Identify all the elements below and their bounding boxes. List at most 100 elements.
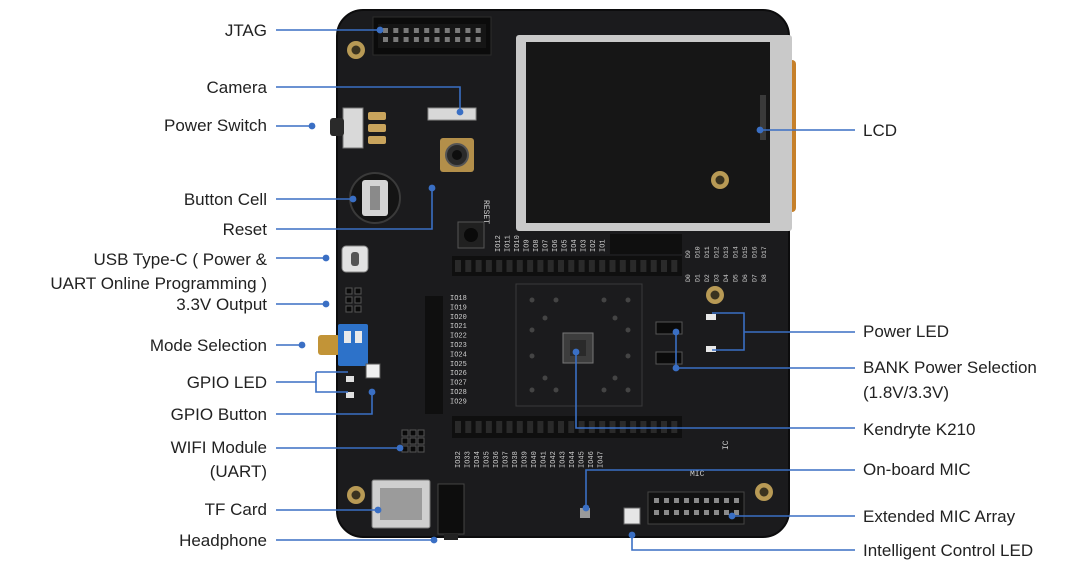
header-row-top-right bbox=[610, 234, 682, 254]
leader-power-led-bracket bbox=[712, 312, 745, 351]
silk-io-bottom: IO32 bbox=[455, 451, 463, 468]
silk-io-top: IO5 bbox=[562, 239, 570, 252]
label-power-switch: Power Switch bbox=[164, 116, 267, 135]
silk-io-bottom: IO41 bbox=[541, 451, 549, 468]
via bbox=[542, 315, 548, 321]
silk-io-top: IO6 bbox=[552, 239, 560, 252]
silk-io-bottom: IO42 bbox=[550, 451, 558, 468]
via bbox=[542, 375, 548, 381]
silk-io-top: IO10 bbox=[514, 235, 522, 252]
header-pin bbox=[455, 260, 461, 272]
silk-io-left: IO27 bbox=[450, 380, 467, 388]
silk-io-left: IO25 bbox=[450, 361, 467, 369]
jtag-pin bbox=[403, 28, 409, 33]
jtag-pin bbox=[434, 37, 440, 42]
jtag-pin bbox=[475, 37, 481, 42]
header-pin bbox=[609, 260, 616, 272]
jtag-pin bbox=[413, 37, 419, 42]
silk-io-left: IO29 bbox=[450, 398, 467, 406]
jtag-pin bbox=[444, 28, 450, 33]
label-extended-mic-array: Extended MIC Array bbox=[863, 507, 1016, 526]
silk-io-top: IO1 bbox=[600, 239, 608, 252]
mic-pin bbox=[664, 498, 669, 503]
leader-dot-camera bbox=[456, 108, 464, 116]
jtag-pin bbox=[383, 28, 388, 33]
wifi-pin bbox=[409, 429, 417, 437]
silk-io-top: IO2 bbox=[590, 239, 598, 252]
header-pin bbox=[578, 421, 585, 433]
silk-io-bottom: IO35 bbox=[484, 451, 492, 468]
label-wifi-module-line1: WIFI Module bbox=[170, 438, 267, 457]
via bbox=[625, 387, 631, 393]
silk-d-right: D11 bbox=[704, 246, 711, 258]
silk-io-top: IO4 bbox=[571, 239, 579, 252]
header-pin bbox=[537, 421, 544, 433]
gpio-headers bbox=[425, 234, 682, 438]
silk-io-bottom: IO36 bbox=[493, 451, 501, 468]
label-bank-power-line1: BANK Power Selection bbox=[863, 358, 1037, 377]
k210-keepout bbox=[515, 283, 643, 407]
mic-pin bbox=[714, 498, 719, 503]
header-pin bbox=[558, 421, 564, 433]
silk-io-bottom: IO45 bbox=[579, 451, 587, 468]
reset-button-cap bbox=[464, 228, 478, 242]
usb-type-c-slot bbox=[351, 252, 359, 266]
label-headphone: Headphone bbox=[179, 531, 267, 550]
mounting-hole-center bbox=[759, 487, 769, 497]
silk-d-right: D12 bbox=[714, 246, 721, 258]
power-switch-body bbox=[342, 107, 364, 149]
header-pin bbox=[640, 260, 647, 272]
leader-dot-bank-power-1 bbox=[672, 328, 680, 336]
silk-d-right: D0 bbox=[685, 274, 692, 282]
jtag-pin bbox=[455, 28, 461, 33]
silk-io-bottom: IO47 bbox=[598, 451, 606, 468]
lcd-panel bbox=[516, 35, 796, 231]
via bbox=[601, 297, 607, 303]
jtag-pin bbox=[444, 37, 450, 42]
power-led-1 bbox=[706, 314, 716, 320]
via bbox=[529, 297, 535, 303]
header-pin bbox=[496, 421, 503, 433]
header-pin bbox=[475, 421, 482, 433]
jtag-pin bbox=[424, 28, 430, 33]
leader-dot-intelligent-control-led bbox=[628, 531, 636, 539]
mounting-hole-center bbox=[710, 290, 720, 300]
header-pin bbox=[619, 421, 626, 433]
silk-io-left: IO20 bbox=[450, 314, 467, 322]
label-3v3-output: 3.3V Output bbox=[176, 295, 267, 314]
silk-d-right: D9 bbox=[685, 250, 692, 258]
label-intelligent-control-led: Intelligent Control LED bbox=[863, 541, 1034, 560]
header-pin bbox=[599, 260, 606, 272]
silk-io-left: IO28 bbox=[450, 389, 467, 397]
header-pin bbox=[671, 421, 678, 433]
mic-array-pins bbox=[654, 498, 739, 515]
header-pin bbox=[630, 260, 637, 272]
leader-dot-button-cell bbox=[349, 195, 357, 203]
output-3v3-pin bbox=[345, 287, 353, 295]
silk-io-left: IO23 bbox=[450, 342, 467, 350]
wifi-pin bbox=[417, 437, 425, 445]
via bbox=[529, 327, 535, 333]
mic-pin bbox=[664, 510, 669, 515]
header-pin bbox=[455, 421, 461, 433]
output-3v3-pin bbox=[345, 296, 353, 304]
silk-io-top: IO12 bbox=[495, 235, 503, 252]
header-pin bbox=[527, 260, 534, 272]
wifi-module-header bbox=[401, 429, 425, 453]
header-pin bbox=[516, 421, 523, 433]
header-pin bbox=[547, 421, 554, 433]
label-kendryte-k210: Kendryte K210 bbox=[863, 420, 976, 439]
leader-gpio-led-branch-2 bbox=[315, 372, 348, 393]
wifi-pin bbox=[409, 437, 417, 445]
jtag-inner bbox=[378, 24, 486, 48]
header-pin bbox=[568, 260, 575, 272]
mounting-hole-center bbox=[715, 175, 725, 185]
silk-io-top: IO7 bbox=[543, 239, 551, 252]
header-pin bbox=[475, 260, 482, 272]
jtag-pin bbox=[465, 28, 471, 33]
leader-dot-3v3-output bbox=[322, 300, 330, 308]
header-pin bbox=[485, 421, 492, 433]
jtag-pin bbox=[455, 37, 461, 42]
silk-d-right: D8 bbox=[761, 274, 768, 282]
